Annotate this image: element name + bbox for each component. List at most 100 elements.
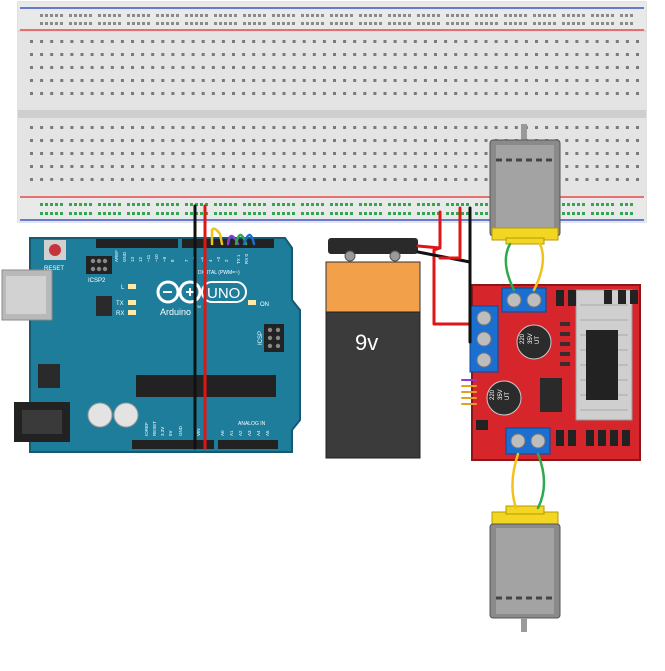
breadboard-hole bbox=[301, 203, 304, 206]
breadboard-hole bbox=[171, 92, 175, 95]
breadboard-hole bbox=[234, 22, 237, 25]
breadboard-hole bbox=[90, 152, 94, 155]
breadboard-hole bbox=[413, 79, 417, 82]
breadboard-hole bbox=[243, 14, 246, 17]
pin-7-label: 7 bbox=[184, 259, 189, 262]
breadboard-hole bbox=[364, 212, 367, 215]
breadboard-hole bbox=[620, 212, 623, 215]
breadboard-hole bbox=[181, 79, 185, 82]
breadboard-hole bbox=[118, 203, 121, 206]
breadboard-hole bbox=[434, 165, 437, 168]
breadboard-hole bbox=[132, 212, 135, 215]
breadboard-hole bbox=[432, 22, 435, 25]
breadboard-hole bbox=[301, 212, 304, 215]
breadboard-hole bbox=[248, 212, 251, 215]
breadboard-hole bbox=[572, 14, 575, 17]
breadboard-hole bbox=[166, 212, 169, 215]
breadboard-hole bbox=[333, 126, 336, 129]
breadboard-hole bbox=[398, 212, 401, 215]
breadboard-hole bbox=[131, 178, 134, 181]
breadboard-hole bbox=[156, 14, 159, 17]
breadboard-hole bbox=[625, 126, 629, 129]
breadboard-hole bbox=[70, 165, 74, 168]
wires bbox=[193, 204, 546, 510]
breadboard-hole bbox=[120, 53, 124, 56]
breadboard-hole bbox=[272, 40, 276, 43]
breadboard-hole bbox=[403, 152, 407, 155]
breadboard-hole bbox=[161, 178, 165, 181]
breadboard-hole bbox=[343, 66, 347, 69]
breadboard-hole bbox=[596, 22, 599, 25]
breadboard-hole bbox=[277, 22, 280, 25]
breadboard-hole bbox=[185, 203, 188, 206]
breadboard-hole bbox=[258, 203, 261, 206]
breadboard-hole bbox=[131, 53, 134, 56]
breadboard-hole bbox=[118, 14, 121, 17]
icsp-label: ICSP bbox=[258, 331, 264, 345]
breadboard-hole bbox=[60, 139, 64, 142]
breadboard-hole bbox=[176, 203, 179, 206]
breadboard-hole bbox=[287, 212, 290, 215]
breadboard-hole bbox=[591, 203, 594, 206]
breadboard-hole bbox=[585, 165, 589, 168]
breadboard-hole bbox=[611, 203, 614, 206]
breadboard-hole bbox=[451, 14, 454, 17]
breadboard-hole bbox=[321, 14, 324, 17]
breadboard-hole bbox=[585, 66, 589, 69]
breadboard-hole bbox=[90, 79, 94, 82]
breadboard-hole bbox=[292, 53, 296, 56]
breadboard-hole bbox=[252, 40, 256, 43]
cap-top-series: UT bbox=[535, 336, 541, 344]
breadboard-hole bbox=[171, 165, 175, 168]
breadboard-hole bbox=[181, 139, 185, 142]
a1-label: A1 bbox=[229, 430, 234, 436]
breadboard-hole bbox=[171, 139, 175, 142]
breadboard-hole bbox=[322, 92, 326, 95]
breadboard-hole bbox=[272, 22, 275, 25]
breadboard-hole bbox=[322, 139, 326, 142]
breadboard-hole bbox=[444, 165, 448, 168]
arduino-logo bbox=[156, 280, 202, 304]
breadboard-hole bbox=[340, 14, 343, 17]
breadboard-hole bbox=[108, 14, 111, 17]
breadboard-hole bbox=[615, 40, 619, 43]
breadboard-hole bbox=[161, 126, 165, 129]
wire-green-motor-top bbox=[504, 242, 516, 292]
breadboard-hole bbox=[40, 79, 44, 82]
breadboard-hole bbox=[282, 66, 286, 69]
breadboard-hole bbox=[565, 53, 569, 56]
breadboard-hole bbox=[221, 152, 225, 155]
icsp-header bbox=[264, 324, 284, 352]
breadboard-hole bbox=[343, 126, 347, 129]
breadboard-hole bbox=[330, 203, 333, 206]
breadboard-hole bbox=[514, 40, 518, 43]
breadboard-hole bbox=[514, 92, 518, 95]
breadboard-hole bbox=[413, 152, 417, 155]
breadboard-hole bbox=[417, 212, 420, 215]
breadboard-hole bbox=[151, 126, 155, 129]
breadboard-hole bbox=[181, 66, 185, 69]
a2-label: A2 bbox=[238, 430, 243, 436]
breadboard-hole bbox=[242, 178, 246, 181]
motor-bottom bbox=[489, 505, 561, 632]
breadboard-hole bbox=[282, 139, 286, 142]
breadboard-hole bbox=[272, 178, 276, 181]
breadboard-hole bbox=[147, 22, 150, 25]
breadboard-hole bbox=[142, 22, 145, 25]
breadboard-hole bbox=[363, 139, 367, 142]
pin-3v3-label: 3.3V bbox=[160, 427, 165, 436]
on-label: ON bbox=[260, 302, 269, 308]
breadboard-hole bbox=[330, 212, 333, 215]
breadboard-hole bbox=[509, 22, 512, 25]
breadboard-hole bbox=[625, 14, 628, 17]
breadboard-hole bbox=[287, 203, 290, 206]
breadboard-hole bbox=[79, 14, 82, 17]
breadboard-hole bbox=[137, 203, 140, 206]
breadboard-hole bbox=[147, 14, 150, 17]
breadboard-hole bbox=[258, 22, 261, 25]
breadboard-hole bbox=[373, 152, 377, 155]
breadboard-hole bbox=[605, 152, 609, 155]
breadboard-hole bbox=[533, 22, 536, 25]
breadboard-hole bbox=[484, 126, 488, 129]
breadboard-hole bbox=[242, 152, 246, 155]
